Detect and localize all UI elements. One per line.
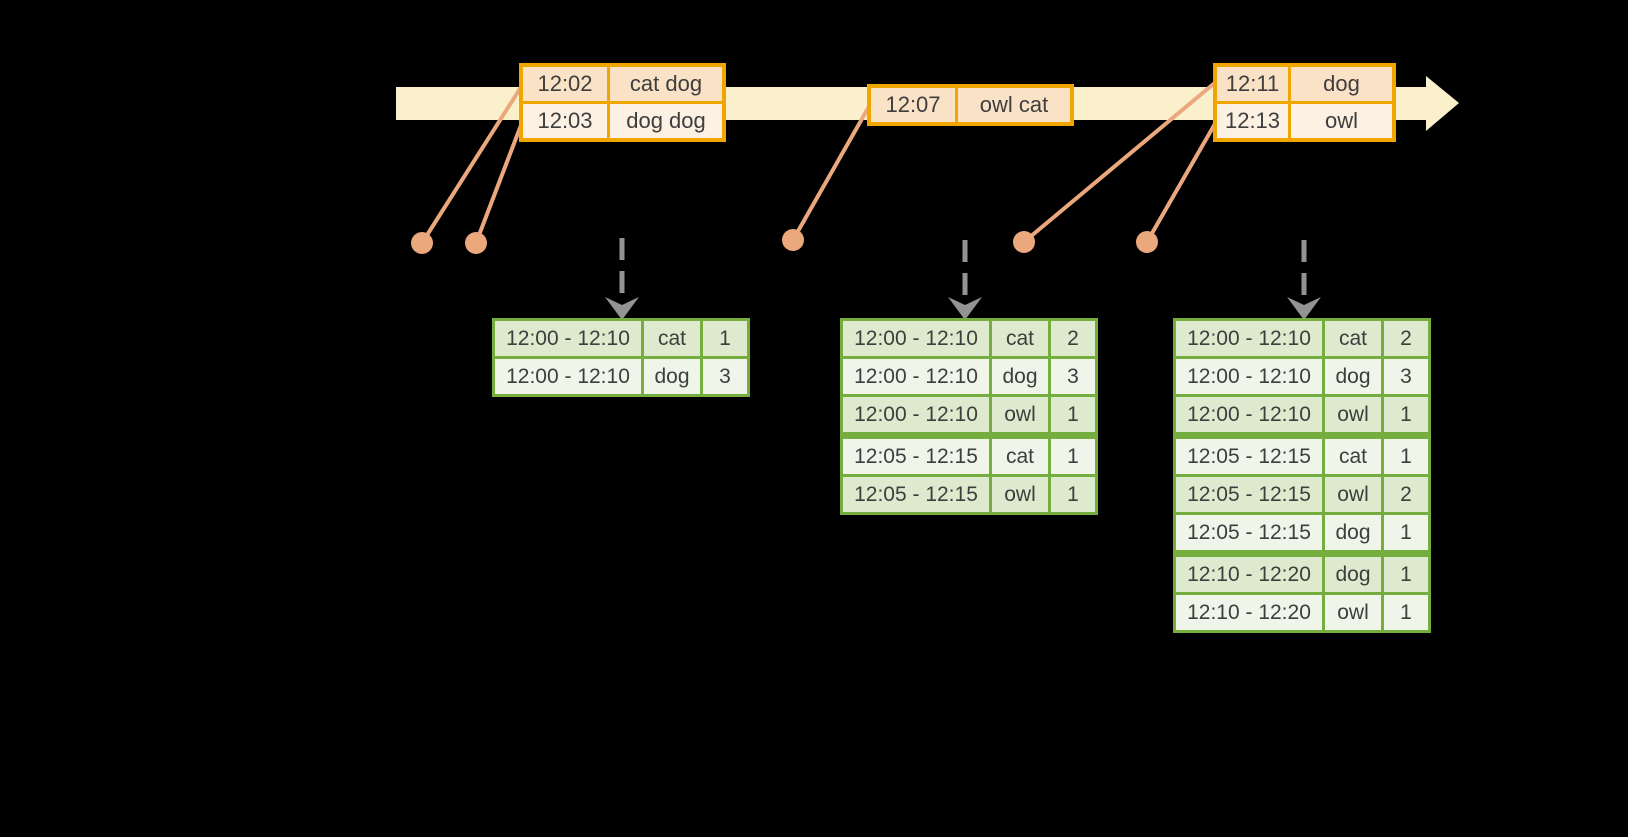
- table-cell: 2: [1051, 321, 1095, 356]
- event-connector-line: [420, 82, 525, 245]
- trigger-arrowhead-icon: [1287, 297, 1321, 320]
- table-cell: 3: [703, 359, 747, 394]
- event-dot: [782, 229, 804, 251]
- table-cell: 2: [1384, 477, 1428, 512]
- table-cell: 12:02: [523, 67, 607, 101]
- table-cell: dog: [1325, 515, 1381, 550]
- table-cell: dog dog: [610, 104, 722, 138]
- table-cell: 12:05 - 12:15: [1176, 477, 1322, 512]
- table-cell: 12:00 - 12:10: [1176, 359, 1322, 394]
- event-dot: [1013, 231, 1035, 253]
- table-cell: 12:05 - 12:15: [1176, 439, 1322, 474]
- table-cell: 1: [1384, 595, 1428, 630]
- table-cell: cat: [1325, 321, 1381, 356]
- table-cell: 12:00 - 12:10: [1176, 397, 1322, 432]
- event-connector-line: [791, 102, 873, 241]
- table-cell: 1: [1384, 515, 1428, 550]
- table-cell: owl: [1325, 595, 1381, 630]
- event-dot: [411, 232, 433, 254]
- table-cell: 12:10 - 12:20: [1176, 557, 1322, 592]
- table-cell: 12:00 - 12:10: [1176, 321, 1322, 356]
- table-cell: dog: [1291, 67, 1392, 101]
- table-cell: 1: [1051, 477, 1095, 512]
- table-cell: owl: [1291, 104, 1392, 138]
- table-cell: 12:00 - 12:10: [843, 321, 989, 356]
- table-cell: 1: [703, 321, 747, 356]
- table-cell: 12:07: [871, 88, 955, 122]
- table-cell: dog: [1325, 359, 1381, 394]
- event-connector-line: [474, 119, 525, 244]
- table-cell: 12:05 - 12:15: [1176, 515, 1322, 550]
- table-cell: cat: [644, 321, 700, 356]
- table-cell: cat: [992, 321, 1048, 356]
- table-cell: dog: [992, 359, 1048, 394]
- trigger-arrowhead-icon: [605, 297, 639, 320]
- table-cell: 1: [1384, 439, 1428, 474]
- event-dot: [1136, 231, 1158, 253]
- trigger-arrowhead-icon: [948, 297, 982, 320]
- table-cell: 12:00 - 12:10: [495, 359, 641, 394]
- table-cell: 12:11: [1217, 67, 1288, 101]
- table-cell: 1: [1051, 439, 1095, 474]
- table-cell: 12:00 - 12:10: [843, 359, 989, 394]
- table-cell: 1: [1051, 397, 1095, 432]
- table-cell: dog: [644, 359, 700, 394]
- table-cell: 3: [1051, 359, 1095, 394]
- table-cell: 12:10 - 12:20: [1176, 595, 1322, 630]
- table-cell: owl: [992, 397, 1048, 432]
- table-cell: 3: [1384, 359, 1428, 394]
- table-cell: 12:00 - 12:10: [495, 321, 641, 356]
- table-cell: owl: [1325, 477, 1381, 512]
- table-cell: 12:13: [1217, 104, 1288, 138]
- event-connector-line: [1145, 121, 1218, 243]
- table-cell: dog: [1325, 557, 1381, 592]
- table-cell: cat: [992, 439, 1048, 474]
- table-cell: owl cat: [958, 88, 1070, 122]
- table-cell: owl: [1325, 397, 1381, 432]
- table-cell: 12:00 - 12:10: [843, 397, 989, 432]
- table-cell: 12:05 - 12:15: [843, 439, 989, 474]
- table-cell: owl: [992, 477, 1048, 512]
- table-cell: 12:05 - 12:15: [843, 477, 989, 512]
- table-cell: 1: [1384, 557, 1428, 592]
- table-cell: 12:03: [523, 104, 607, 138]
- event-connector-line: [1022, 79, 1219, 244]
- table-cell: cat dog: [610, 67, 722, 101]
- table-cell: cat: [1325, 439, 1381, 474]
- timeline-arrowhead-icon: [1426, 76, 1459, 131]
- table-cell: 1: [1384, 397, 1428, 432]
- event-dot: [465, 232, 487, 254]
- table-cell: 2: [1384, 321, 1428, 356]
